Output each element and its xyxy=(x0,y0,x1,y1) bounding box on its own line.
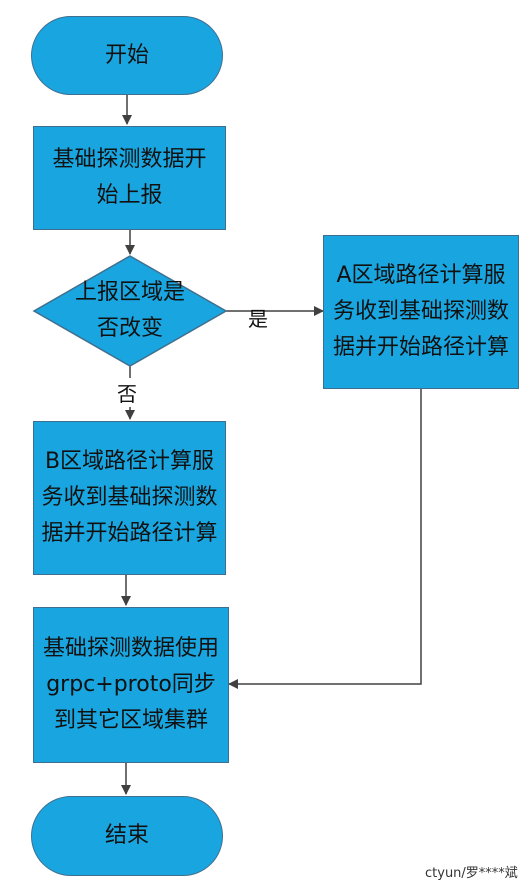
sync-label: 基础探测数据使用grpc+proto同步到其它区域集群 xyxy=(42,636,219,733)
start-label: 开始 xyxy=(104,42,149,68)
a-calc-node: A区域路径计算服务收到基础探测数据并开始路径计算 xyxy=(323,235,519,389)
report-start-node: 基础探测数据开始上报 xyxy=(33,126,226,230)
b-calc-label: B区域路径计算服务收到基础探测数据并开始路径计算 xyxy=(41,449,218,546)
a-calc-label: A区域路径计算服务收到基础探测数据并开始路径计算 xyxy=(332,263,509,360)
b-calc-node: B区域路径计算服务收到基础探测数据并开始路径计算 xyxy=(33,421,226,575)
decision-diamond xyxy=(32,255,228,367)
end-label: 结束 xyxy=(104,823,149,848)
watermark: ctyun/罗****斌 xyxy=(425,866,518,881)
report-start-label: 基础探测数据开始上报 xyxy=(52,147,207,208)
yes-edge-label: 是 xyxy=(248,307,268,331)
sync-node: 基础探测数据使用grpc+proto同步到其它区域集群 xyxy=(33,607,229,763)
decision-node: 上报区域是否改变 xyxy=(74,276,186,346)
arrow-a-to-sync xyxy=(228,389,422,689)
decision-label: 上报区域是否改变 xyxy=(74,280,185,341)
end-node: 结束 xyxy=(31,796,223,876)
start-node: 开始 xyxy=(31,16,223,95)
no-edge-label: 否 xyxy=(117,378,137,407)
